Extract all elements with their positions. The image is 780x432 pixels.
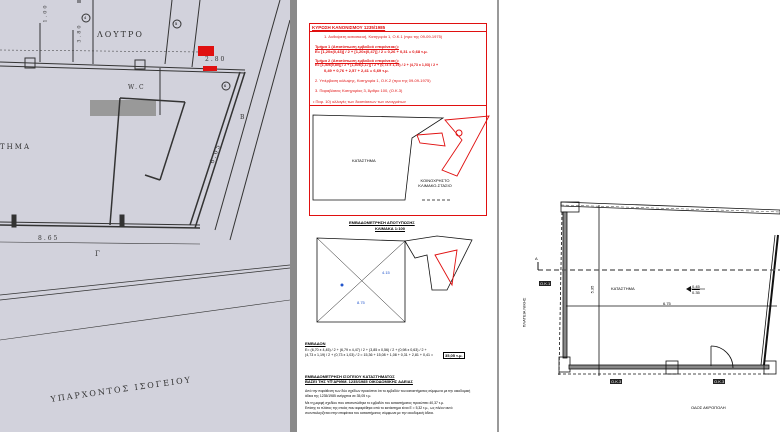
page-separator [290, 0, 297, 432]
page-separator [497, 0, 499, 432]
diagram-room-label: ΚΑΤΑΣΤΗΜΑ [352, 158, 376, 163]
measure-paragraph: Με τη μορφή σχεδίου που αποτυπώθηκε το ε… [305, 401, 444, 405]
circle-label-b: 5 [175, 21, 178, 26]
plan-lines [0, 0, 290, 341]
regulation-item: Ε= [1,20x(0,43)] / 2 + [1,20x(0,47)] / 2… [315, 49, 428, 54]
measure-paragraph: συνυπολογίζεται στην επιφάνεια του κατασ… [305, 411, 434, 415]
dim-top: 2.80 [205, 56, 227, 63]
regulation-title: ΚΥΡΩΣΗ ΚΑΝΟΝΙΣΜΟΥ 1235/1985 [312, 25, 386, 30]
diagram-stair-label: ΚΟΙΝΟΧΡΗΣΤΟ ΚΛΙΜΑΚΟ-ΣΤΑΣΙΟ [418, 178, 452, 188]
measure-paragraph: άδεια της 1235/1985 ανέρχεται σε 35,05 τ… [305, 394, 372, 398]
circle-label-a: 4 [84, 15, 87, 20]
regulation-item: 0,49 + 0,76 + 2,57 + 2,41 = 6,69 τ.μ. [324, 68, 389, 73]
tag-left: Ο.Κ.1 [539, 281, 552, 286]
area-diagrams [312, 114, 490, 323]
regulation-item: 1. Αυθαίρετη κατασκευή, Κατηγορία 1, Ο.Κ… [324, 34, 443, 39]
area-formula-1: Ε= (6,70 x 4,45) / 2 + (6,79 x 4,47) / 2… [305, 348, 427, 352]
label-b: B [240, 114, 247, 121]
caption-scale: ΚΛΙΜΑΚΑ 1:100 [375, 226, 406, 231]
street-label-bottom: ΟΔΟΣ ΑΚΡΟΠΟΛΗ [691, 405, 726, 410]
regulation-item: Τμήμα 2 (Αποτύπωση εμβαδού επιφάνειας): [315, 58, 400, 63]
room-label-bath: ΛΟΥΤΡΟ [97, 30, 144, 39]
cad-room-label: ΚΑΤΑΣΤΗΜΑ [611, 286, 635, 291]
cad-plan-lines [537, 201, 780, 376]
room-label-wc: W.C [128, 84, 146, 91]
measure-title-1: ΕΜΒΑΔΟΜΕΤΡΗΣΗ ΙΣΟΓΕΙΟΥ ΚΑΤΑΣΤΗΜΑΤΟΣ [305, 374, 395, 379]
diagram-dim-2: 8.75 [357, 300, 365, 305]
diagram-dim-1: 4.15 [382, 270, 390, 275]
survey-document-page: ΚΥΡΩΣΗ ΚΑΝΟΝΙΣΜΟΥ 1235/1985 1. Αυθαίρετη… [297, 0, 497, 432]
measure-paragraph: Από την παράθεση των δύο σχεδίων προκύπτ… [305, 389, 471, 393]
regulation-item: Ε= [1,40x(0,80)] / 2 + [1,40x(1,17)] / 2… [315, 63, 439, 67]
area-formula-2: (4,73 x 1,19) / 2 + (0,73 x 1,03) / 2 = … [305, 353, 434, 357]
measure-title-2: ΒΑΣΕΙ ΤΗΣ ΥΠ'ΑΡΙΘΜ. 1235/1985 ΟΙΚΟΔΟΜΙΚΗ… [305, 379, 413, 384]
cad-dim-height: 5.35 [589, 285, 595, 294]
tag-bottom-2: Ο.Κ.3 [713, 379, 726, 384]
dim-bottom: 8.65 [38, 235, 60, 242]
street-label-left: ΠΛΑΤΕΙΑ ΝΙΚΗΣ [521, 297, 527, 328]
dim-height-1: 1.00 [42, 3, 49, 23]
caption-title: ΕΜΒΑΔΟΜΕΤΡΗΣΗ ΑΠΟΤΥΠΩΣΗΣ [349, 220, 415, 225]
section-marker: A [535, 256, 538, 261]
tag-bottom-1: Ο.Κ.3 [610, 379, 623, 384]
regulation-item: Τμήμα 1 (Αποτύπωση εμβαδού επιφάνειας): [315, 44, 400, 49]
dim-height-2: 3.80 [76, 23, 83, 43]
regulation-item: 2. Υπέρβαση κάλυψης, Κατηγορία 1, Ο.Κ.2 … [315, 78, 431, 83]
regulation-item: 3. Παραβάσεις Κατηγορίας 3, Άρθρο 100, (… [315, 88, 403, 93]
circle-label-c: 6 [224, 83, 227, 88]
level-top: 0.45 [692, 284, 700, 289]
label-gamma: Γ [95, 250, 102, 258]
annotation-tag [198, 46, 214, 56]
cad-dim-width: 6.75 [663, 301, 671, 306]
level-bottom: 0.35 [692, 290, 700, 295]
cad-floor-plan: A ΚΑΤΑΣΤΗΜΑ 6.75 5.35 0.45 0.35 Ο.Κ.1 Ο.… [499, 0, 780, 432]
area-total: 35,05 τ.μ. [443, 352, 465, 359]
regulation-item: • Παρ. 10) αλλαγές των διαστάσεων των αν… [313, 99, 406, 104]
measure-paragraph: Επίσης το πλάτος της στοάς που αφαιρέθηκ… [305, 406, 453, 410]
area-title: ΕΜΒΑΔΟΝ [305, 341, 326, 346]
regulation-box: ΚΥΡΩΣΗ ΚΑΝΟΝΙΣΜΟΥ 1235/1985 1. Αυθαίρετη… [309, 23, 487, 106]
scanned-floor-plan: ΛΟΥΤΡΟ W.C ΤΗΜΑ ΥΠΑΡΧΟΝΤΟΣ ΙΣΟΓΕΙΟΥ 2.80… [0, 0, 290, 432]
diagram-frame [309, 106, 487, 216]
room-label-shop: ΤΗΜΑ [0, 143, 31, 151]
